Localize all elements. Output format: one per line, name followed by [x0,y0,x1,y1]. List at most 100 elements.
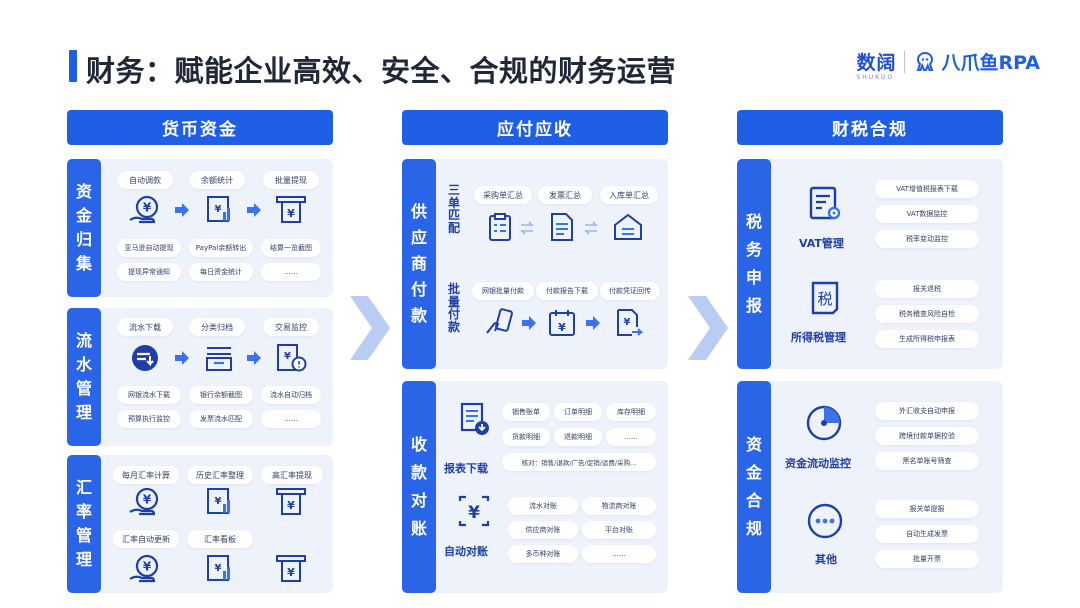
pill-rate-dashboard: 汇率看板 [187,530,253,548]
shukuo-logo-subtext: SHUKUO [856,74,895,81]
pill-monthly-rate-calc: 每月汇率计算 [113,466,179,484]
arrow-right-icon [175,203,189,217]
side-char: 归 [75,230,92,249]
column-head-money: 货币资金 [67,110,333,145]
pill-flow-reconcile: 流水对账 [508,497,578,515]
section-supplier-payment: 供 应 商 付 款 三 单 匹 配 采购单汇总 发票汇总 入库单汇总 批 量 付… [402,159,668,369]
tax-document-icon: 税 [805,279,845,317]
svg-text:¥: ¥ [215,204,222,215]
download-circle-icon [127,342,163,374]
svg-text:¥: ¥ [287,499,295,512]
hand-coin-icon: ¥ [127,553,163,585]
side-char: 款 [410,463,427,482]
brand-divider [904,50,906,73]
group-label-fund-monitor: 资金流动监控 [785,457,851,470]
pill-withdraw-alert: 提现异常通知 [117,263,181,281]
pill-auto-invoice: 自动生成发票 [875,525,979,543]
pill-inventory-detail: 库存明细 [606,403,656,421]
label-char: 付 [448,307,461,322]
pill-platform-reconcile: 平台对账 [582,521,656,539]
side-char: 商 [410,254,427,273]
side-char: 资 [75,182,92,201]
group-label-report-download: 报表下载 [444,462,488,475]
atm-withdraw-icon: ¥ [273,486,309,518]
pill-multicurrency-reconcile: 多币种对账 [508,545,578,563]
shukuo-logo: 数阔 SHUKUO [856,48,897,81]
svg-text:¥: ¥ [287,566,295,579]
svg-text:¥: ¥ [468,503,480,523]
side-char: 税 [745,212,762,231]
column-head-tax: 财税合规 [737,110,1003,145]
group-label-other: 其他 [815,553,837,566]
clipboard-list-icon [482,211,518,243]
column-head-ap-ar: 应付应收 [402,110,668,145]
page-title: 财务：赋能企业高效、安全、合规的财务运营 [86,54,677,88]
pill-po-summary: 采购单汇总 [474,186,532,204]
pill-income-tax-report: 生成所得税申报表 [875,330,979,348]
side-char: 对 [410,491,427,510]
bazhuayu-logo-text: 八爪鱼RPA [941,52,1040,74]
side-char: 收 [410,435,427,454]
section-side-label: 流 水 管 理 [67,308,101,446]
pill-vat-report-download: VAT增值税报表下载 [875,180,979,198]
exchange-arrows-icon [584,221,598,235]
document-lines-icon [544,211,580,243]
title-accent-bar [69,50,77,82]
warehouse-icon [610,211,646,243]
side-char: 率 [75,502,92,521]
pill-vat-data-monitor: VAT数据监控 [875,205,979,223]
pill-reconcile-note: 核对：销售/退款/广告/促销/运费/采购... [502,453,656,471]
side-char: 金 [75,206,92,225]
group-label-batch-payment: 批 量 付 款 [448,283,460,333]
section-exchange-rate: 汇 率 管 理 每月汇率计算 历史汇率整理 高汇率提现 ¥ ¥ ¥ 汇率自动更新… [67,455,333,593]
pill-logistics-reconcile: 物流商对账 [582,497,656,515]
calendar-money-icon: ¥ [544,307,580,339]
pill-flow-auto-archive: 流水自动归档 [261,386,321,404]
side-char: 理 [75,550,92,569]
brand-logos: 数阔 SHUKUO 八爪鱼RPA [856,48,1040,81]
side-char: 款 [410,306,427,325]
pill-budget-monitor: 预算执行监控 [117,410,181,428]
pill-sales-bill: 销售账单 [502,403,550,421]
side-char: 应 [410,228,427,247]
pill-online-batch-payment: 网银批量付款 [472,282,534,300]
pill-invoice-summary: 发票汇总 [538,186,592,204]
side-char: 付 [410,280,427,299]
hand-phone-icon [482,307,518,339]
pill-auto-transfer: 自动调款 [117,171,173,189]
pill-paypal-transfer: PayPal余额转出 [189,239,253,257]
pill-batch-invoicing: 批量开票 [875,550,979,568]
pill-transaction-monitor: 交易监控 [263,318,319,336]
arrow-right-icon [522,316,536,330]
hand-coin-icon: ¥ [127,486,163,518]
pill-customs-declare: 报关单提报 [875,500,979,518]
pill-balance-stats: 余额统计 [189,171,245,189]
pill-blacklist-screen: 黑名单账号筛查 [875,452,979,470]
shukuo-logo-text: 数阔 [856,52,897,74]
pill-crossborder-doc-check: 跨境付款单据校验 [875,427,979,445]
side-char: 规 [745,519,762,538]
bazhuayu-logo: 八爪鱼RPA [913,48,1040,75]
pill-historical-rates: 历史汇率整理 [187,466,253,484]
section-side-label: 汇 率 管 理 [67,455,101,593]
label-char: 量 [448,294,461,309]
pill-high-rate-withdraw: 高汇率提现 [261,466,323,484]
pill-ellipsis: …… [606,428,656,446]
side-char: 资 [745,435,762,454]
side-char: 供 [410,202,427,221]
voucher-send-icon: ¥ [610,307,646,339]
pill-order-detail: 订单明细 [554,403,602,421]
section-side-label: 资 金 归 集 [67,159,101,297]
pill-rate-auto-update: 汇率自动更新 [113,530,179,548]
section-flow-management: 流 水 管 理 流水下载 分类归档 交易监控 ¥ 网银流水下载 银行余额截图 流… [67,308,333,446]
group-label-vat: VAT管理 [799,237,844,250]
svg-text:¥: ¥ [215,496,222,507]
pill-ellipsis: …… [261,263,321,281]
side-char: 集 [75,254,92,273]
svg-text:¥: ¥ [284,351,291,362]
side-char: 流 [75,331,92,350]
side-char: 申 [745,268,762,287]
side-char: 合 [745,491,762,510]
svg-text:¥: ¥ [143,201,152,215]
side-char: 务 [745,240,762,259]
